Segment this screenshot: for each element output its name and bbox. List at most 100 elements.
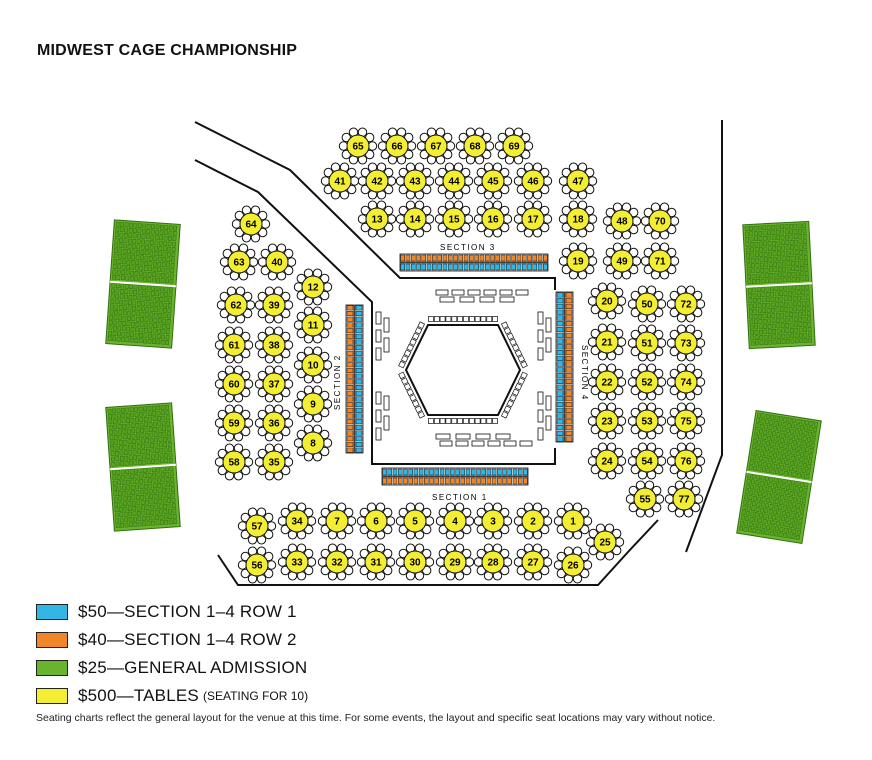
table-73[interactable]: 73: [666, 324, 706, 362]
table-61[interactable]: 61: [214, 326, 254, 364]
table-32[interactable]: 32: [317, 543, 357, 581]
table-50[interactable]: 50: [627, 285, 667, 323]
table-24[interactable]: 24: [587, 442, 627, 480]
table-30[interactable]: 30: [395, 543, 435, 581]
row2-seat: [512, 477, 518, 485]
table-33[interactable]: 33: [277, 543, 317, 581]
table-40[interactable]: 40: [257, 243, 297, 281]
table-23[interactable]: 23: [587, 402, 627, 440]
table-41[interactable]: 41: [320, 162, 360, 200]
table-43[interactable]: 43: [395, 162, 435, 200]
ga-seat: [112, 331, 117, 337]
floor-chair: [503, 440, 517, 447]
table-31[interactable]: 31: [356, 543, 396, 581]
ga-seat: [115, 523, 120, 529]
ga-seat: [798, 430, 804, 436]
ga-block-east-1[interactable]: [742, 220, 816, 350]
table-67[interactable]: 67: [416, 127, 456, 165]
table-47[interactable]: 47: [558, 162, 598, 200]
table-72[interactable]: 72: [666, 285, 706, 323]
section-3[interactable]: [399, 253, 549, 272]
ga-seat: [127, 249, 132, 255]
table-38[interactable]: 38: [254, 326, 294, 364]
table-7[interactable]: 7: [317, 502, 357, 540]
table-55[interactable]: 55: [625, 480, 665, 518]
table-2[interactable]: 2: [513, 502, 553, 540]
table-21[interactable]: 21: [587, 323, 627, 361]
table-3[interactable]: 3: [473, 502, 513, 540]
ga-block-west-2[interactable]: [105, 402, 181, 532]
table-56[interactable]: 56: [237, 546, 277, 584]
table-51[interactable]: 51: [627, 324, 667, 362]
table-64[interactable]: 64: [231, 205, 271, 243]
table-37[interactable]: 37: [254, 365, 294, 403]
table-35[interactable]: 35: [254, 443, 294, 481]
table-74[interactable]: 74: [666, 363, 706, 401]
table-59[interactable]: 59: [214, 404, 254, 442]
table-20[interactable]: 20: [587, 282, 627, 320]
table-29[interactable]: 29: [435, 543, 475, 581]
table-76[interactable]: 76: [666, 442, 706, 480]
table-17[interactable]: 17: [513, 200, 553, 238]
table-27[interactable]: 27: [513, 543, 553, 581]
table-16[interactable]: 16: [473, 200, 513, 238]
section-1[interactable]: [381, 467, 529, 486]
table-54[interactable]: 54: [627, 442, 667, 480]
table-62[interactable]: 62: [216, 286, 256, 324]
table-57[interactable]: 57: [237, 507, 277, 545]
table-45[interactable]: 45: [473, 162, 513, 200]
chair: [640, 256, 651, 266]
table-36[interactable]: 36: [254, 404, 294, 442]
ga-block-west-1[interactable]: [105, 219, 181, 349]
table-14[interactable]: 14: [395, 200, 435, 238]
table-42[interactable]: 42: [357, 162, 397, 200]
ringside-seat: [417, 410, 426, 419]
ga-seat: [794, 456, 800, 462]
table-34[interactable]: 34: [277, 502, 317, 540]
table-48[interactable]: 48: [602, 202, 642, 240]
table-63[interactable]: 63: [219, 243, 259, 281]
table-58[interactable]: 58: [214, 443, 254, 481]
table-9[interactable]: 9: [293, 385, 333, 423]
table-71[interactable]: 71: [640, 242, 680, 280]
ga-block-east-2[interactable]: [736, 410, 822, 544]
table-12[interactable]: 12: [293, 268, 333, 306]
table-4[interactable]: 4: [435, 502, 475, 540]
table-19[interactable]: 19: [558, 242, 598, 280]
table-49[interactable]: 49: [602, 242, 642, 280]
table-66[interactable]: 66: [377, 127, 417, 165]
section-4[interactable]: [555, 291, 574, 443]
table-60[interactable]: 60: [214, 365, 254, 403]
chair: [435, 557, 446, 567]
section-2[interactable]: [345, 304, 364, 454]
table-39[interactable]: 39: [254, 286, 294, 324]
table-25[interactable]: 25: [585, 523, 625, 561]
table-75[interactable]: 75: [666, 402, 706, 440]
ga-seat: [773, 278, 778, 283]
ga-seat: [155, 458, 160, 464]
table-5[interactable]: 5: [395, 502, 435, 540]
table-69[interactable]: 69: [494, 127, 534, 165]
table-77[interactable]: 77: [664, 480, 704, 518]
table-53[interactable]: 53: [627, 402, 667, 440]
table-44[interactable]: 44: [434, 162, 474, 200]
table-52[interactable]: 52: [627, 363, 667, 401]
ga-seat: [763, 340, 768, 345]
table-1[interactable]: 1: [553, 502, 593, 540]
table-26[interactable]: 26: [553, 546, 593, 584]
table-22[interactable]: 22: [587, 363, 627, 401]
table-28[interactable]: 28: [473, 543, 513, 581]
table-68[interactable]: 68: [455, 127, 495, 165]
table-10[interactable]: 10: [293, 346, 333, 384]
table-11[interactable]: 11: [293, 306, 333, 344]
table-18[interactable]: 18: [558, 200, 598, 238]
seating-chart: SECTION 3 SECTION 1 SECTION 2 SECTION 4 …: [105, 120, 822, 586]
table-46[interactable]: 46: [513, 162, 553, 200]
table-6[interactable]: 6: [356, 502, 396, 540]
table-8[interactable]: 8: [293, 424, 333, 462]
table-70[interactable]: 70: [640, 202, 680, 240]
table-65[interactable]: 65: [338, 127, 378, 165]
table-15[interactable]: 15: [434, 200, 474, 238]
table-13[interactable]: 13: [357, 200, 397, 238]
row2-seat: [500, 263, 506, 271]
